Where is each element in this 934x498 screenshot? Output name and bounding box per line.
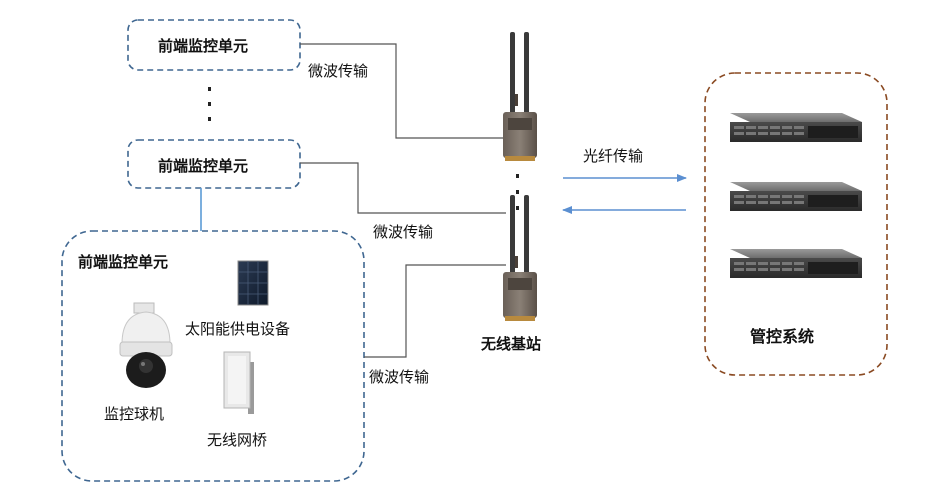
ellipsis-dots-left <box>208 87 211 121</box>
camera-label: 监控球机 <box>104 405 165 423</box>
microwave-link-2 <box>300 162 506 214</box>
server-rack-3 <box>730 249 862 278</box>
ellipsis-dots-base-stations <box>516 174 519 210</box>
fiber-transmission-label: 光纤传输 <box>583 147 644 165</box>
management-system-box <box>704 72 888 376</box>
front-unit-label-top: 前端监控单元 <box>158 37 249 55</box>
server-rack-2 <box>730 182 862 211</box>
microwave-link-3 <box>364 264 506 358</box>
microwave-link-1 <box>300 43 506 139</box>
microwave-label-2: 微波传输 <box>373 223 434 241</box>
front-unit-group-box <box>61 230 365 482</box>
base-station-device-top <box>503 32 537 161</box>
dome-camera-icon <box>119 302 173 388</box>
front-unit-box-middle <box>127 139 301 189</box>
management-system-label: 管控系统 <box>750 327 815 346</box>
solar-device-label: 太阳能供电设备 <box>185 320 291 338</box>
front-unit-box-top <box>127 19 301 71</box>
front-unit-label-middle: 前端监控单元 <box>158 157 249 175</box>
base-station-device-bottom <box>503 195 537 321</box>
front-unit-group-title: 前端监控单元 <box>78 253 169 271</box>
wireless-bridge-icon <box>223 351 254 414</box>
microwave-label-3: 微波传输 <box>369 368 430 386</box>
base-station-label: 无线基站 <box>481 335 542 353</box>
bridge-label: 无线网桥 <box>207 431 268 449</box>
server-rack-1 <box>730 113 862 142</box>
solar-panel-icon <box>237 260 269 306</box>
microwave-label-1: 微波传输 <box>308 62 369 80</box>
